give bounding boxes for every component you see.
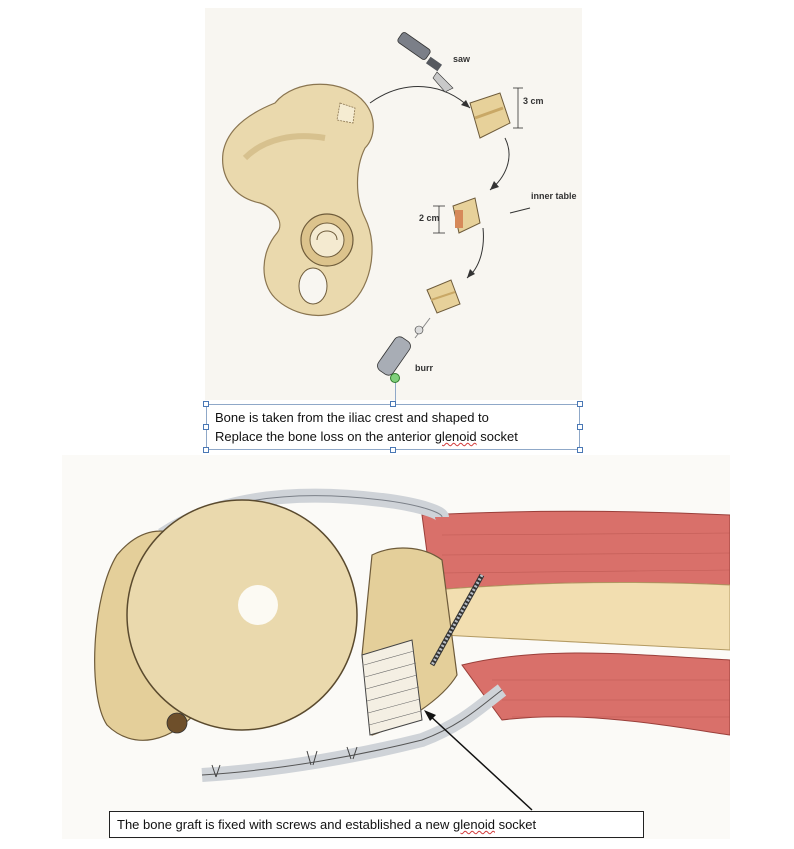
graft-caption-suffix: socket [494, 817, 537, 832]
caption-line-2-prefix: Replace the bone loss on the anterior [215, 429, 435, 444]
sutures [211, 746, 358, 778]
shoulder-graft-illustration [62, 455, 730, 839]
muscle-bands [421, 510, 730, 736]
resize-handle-middle-right[interactable] [577, 424, 583, 430]
pelvis-bone [222, 83, 374, 316]
iliac-crest-drawing [222, 32, 531, 376]
iliac-crest-illustration: saw 3 cm inner table 2 cm burr [205, 8, 582, 400]
graft-caption-box[interactable]: The bone graft is fixed with screws and … [109, 811, 644, 838]
saw-label: saw [453, 54, 471, 64]
caption-line-2: Replace the bone loss on the anterior gl… [215, 427, 573, 446]
caption-line-2-suffix: socket [476, 429, 518, 444]
inner-table-label: inner table [531, 191, 577, 201]
resize-handle-bottom-middle[interactable] [390, 447, 396, 453]
burr-icon [377, 317, 431, 376]
two-cm-label: 2 cm [419, 213, 440, 223]
caption-line-1: Bone is taken from the iliac crest and s… [215, 410, 489, 425]
bone-graft [361, 639, 423, 736]
humeral-head [94, 499, 358, 741]
resize-handle-bottom-right[interactable] [577, 447, 583, 453]
resize-handle-bottom-left[interactable] [203, 447, 209, 453]
rotation-connector [395, 382, 396, 404]
resize-handle-top-right[interactable] [577, 401, 583, 407]
caption-text-box[interactable]: Bone is taken from the iliac crest and s… [206, 404, 580, 450]
spellcheck-flagged-word: glenoid [434, 429, 477, 444]
saw-icon [397, 32, 454, 93]
screw [429, 573, 485, 667]
rotate-handle[interactable] [390, 373, 400, 383]
resize-handle-top-left[interactable] [203, 401, 209, 407]
burr-label: burr [415, 363, 433, 373]
shoulder-drawing [94, 488, 730, 811]
resize-handle-top-middle[interactable] [390, 401, 396, 407]
spellcheck-flagged-word-2: glenoid [453, 817, 495, 832]
three-cm-label: 3 cm [523, 96, 544, 106]
resize-handle-middle-left[interactable] [203, 424, 209, 430]
graft-caption-prefix: The bone graft is fixed with screws and … [117, 817, 454, 832]
